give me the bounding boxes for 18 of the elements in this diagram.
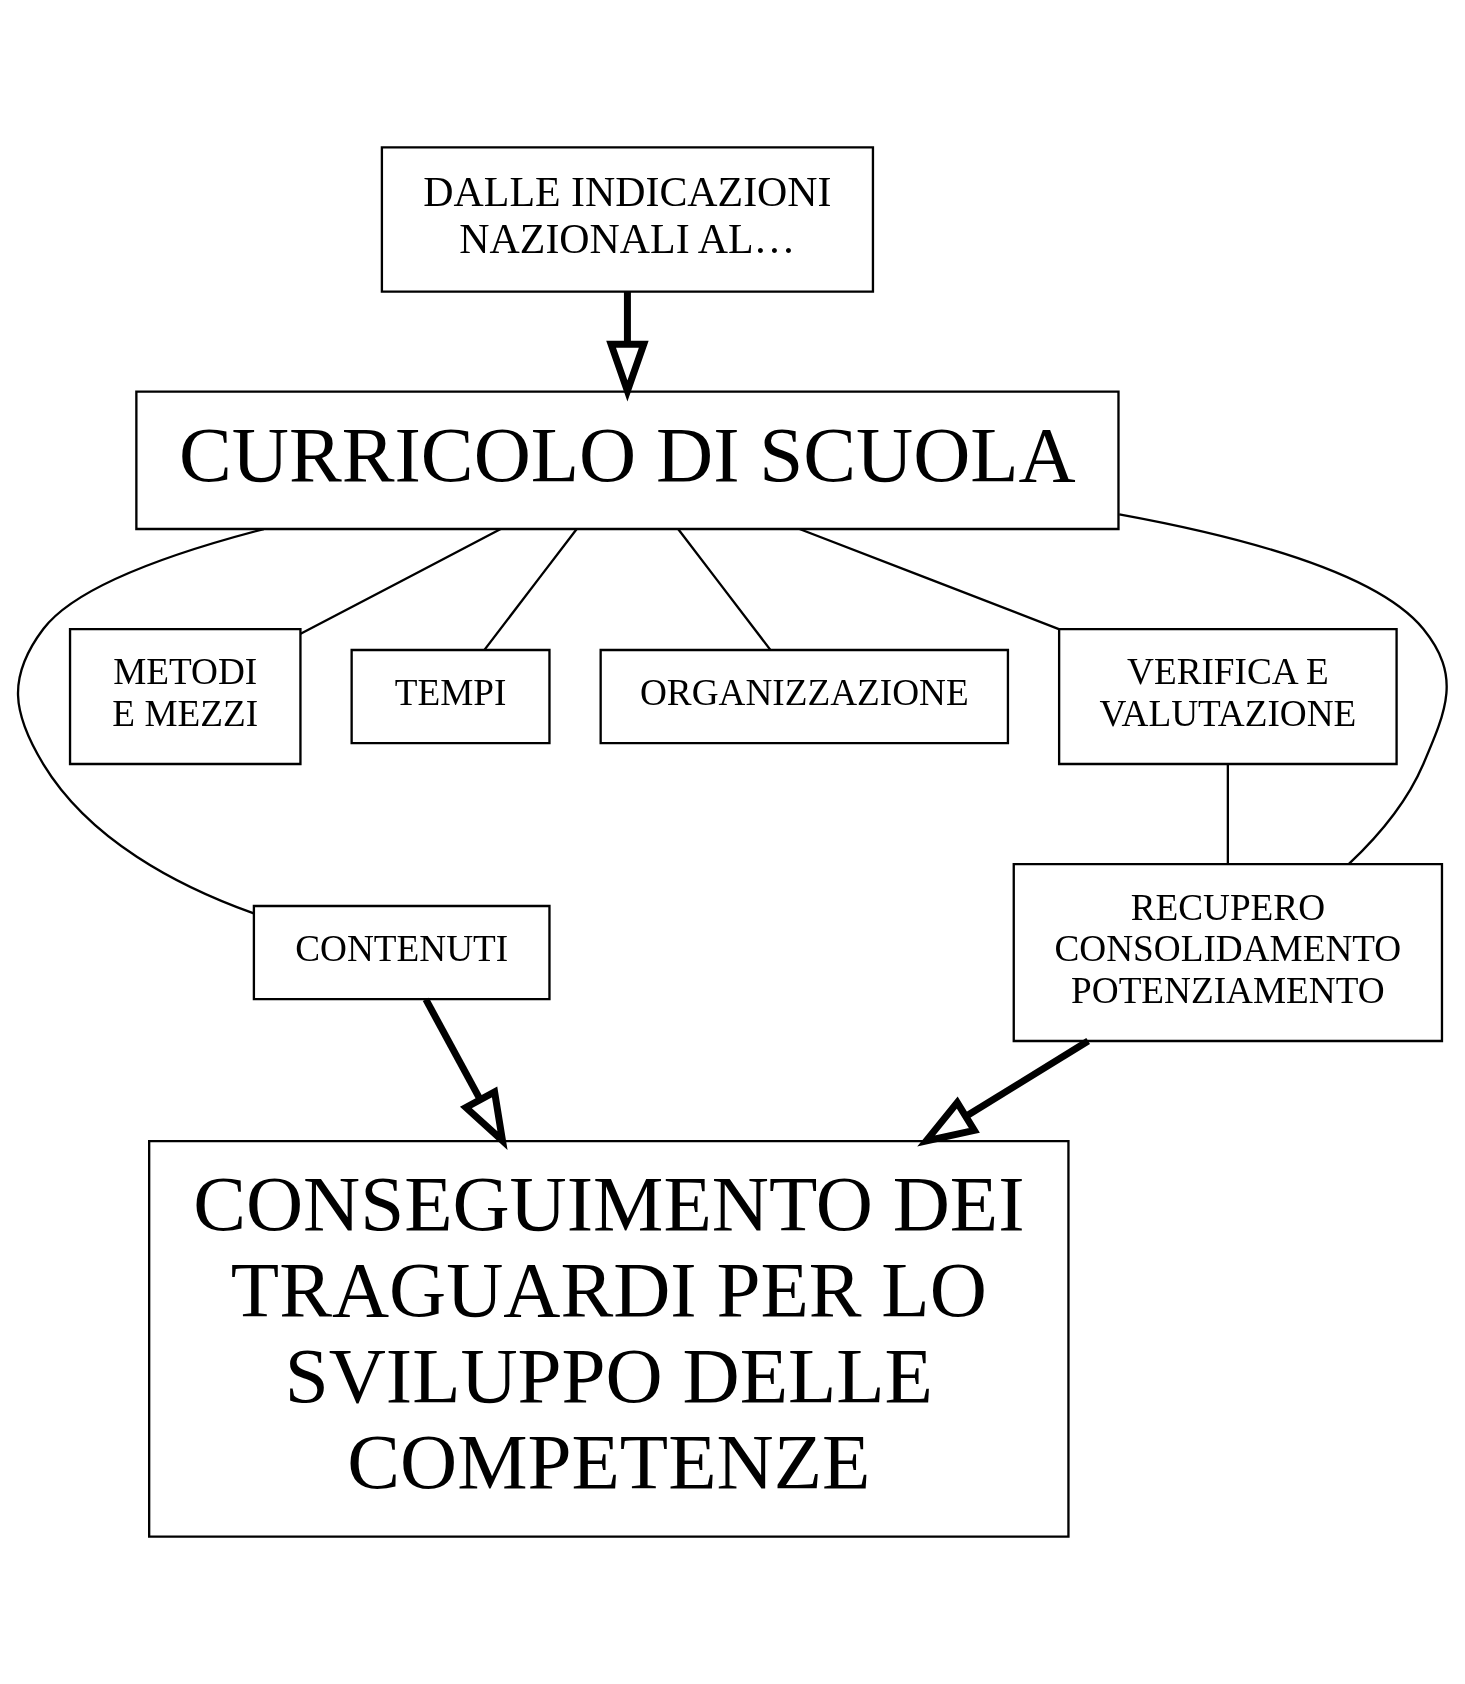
connector <box>300 527 502 635</box>
connector <box>677 528 772 651</box>
node-box: ORGANIZZAZIONE <box>599 648 1010 745</box>
node-box: METODI E MEZZI <box>68 627 302 766</box>
connector <box>16 527 265 915</box>
connector <box>1119 513 1448 865</box>
connector <box>1226 764 1230 864</box>
arrow <box>422 997 508 1150</box>
connector <box>799 527 1060 631</box>
node-box: CONTENUTI <box>252 904 551 1001</box>
node-box: RECUPERO CONSOLIDAMENTO POTENZIAMENTO <box>1012 862 1444 1043</box>
node-box: DALLE INDICAZIONI NAZIONALI AL… <box>380 146 875 293</box>
connector <box>483 528 578 651</box>
node-box: CONSEGUIMENTO DEI TRAGUARDI PER LO SVILUPPO DELLE COMPETENZE <box>148 1139 1070 1538</box>
node-box: VERIFICA E VALUTAZIONE <box>1057 627 1398 766</box>
node-box: TEMPI <box>350 648 551 745</box>
arrow <box>917 1038 1090 1147</box>
node-box: CURRICOLO DI SCUOLA <box>135 390 1120 531</box>
